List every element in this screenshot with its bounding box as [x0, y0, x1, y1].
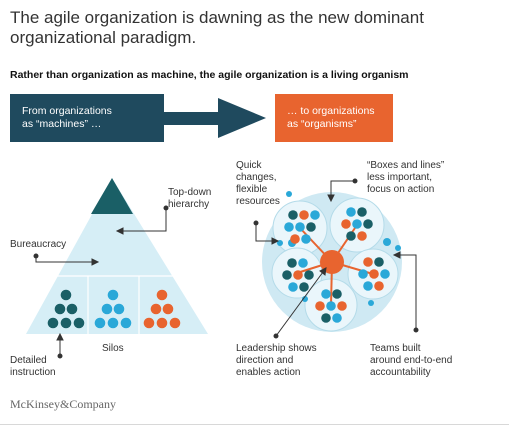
label-line: changes,: [236, 172, 277, 183]
subtitle: Rather than organization as machine, the…: [10, 69, 409, 81]
label-line: resources: [236, 196, 280, 207]
label-line: Leadership shows: [236, 343, 317, 354]
team-cluster-left: [282, 258, 314, 292]
label-silos: Silos: [102, 343, 124, 355]
silo-team-orange: [143, 289, 181, 329]
team-cluster-right: [358, 257, 390, 291]
label-line: Bureaucracy: [10, 239, 67, 250]
organisms-box-line: … to organizations: [287, 105, 375, 117]
label-line: Detailed: [10, 355, 47, 366]
label-line: Silos: [102, 343, 124, 354]
label-boxes-and-lines: “Boxes and lines” less important, focus …: [367, 160, 444, 196]
organisms-box-line: as “organisms”: [287, 118, 357, 130]
team-cluster-upper-left: [284, 210, 320, 244]
label-line: Quick: [236, 160, 262, 171]
team-cluster-upper-right: [341, 207, 373, 241]
label-line: hierarchy: [168, 199, 210, 210]
transition-arrow: [164, 98, 266, 138]
footer-divider: [0, 424, 509, 425]
organisms-box: … to organizations as “organisms”: [275, 94, 393, 142]
label-leadership: Leadership shows direction and enables a…: [236, 343, 317, 379]
pointer-boxes: [327, 178, 358, 203]
label-line: flexible: [236, 184, 268, 195]
title-line: The agile organization is dawning as the…: [10, 8, 424, 27]
brand-logo: McKinsey&Company: [10, 397, 116, 411]
label-line: instruction: [10, 367, 56, 378]
label-bureaucracy: Bureaucracy: [10, 239, 66, 251]
label-detailed-instruction: Detailed instruction: [10, 355, 56, 379]
label-line: enables action: [236, 367, 301, 378]
silo-team-dark: [47, 289, 85, 329]
team-cluster-bottom: [315, 289, 347, 323]
machines-box-line: From organizations: [22, 105, 112, 117]
label-line: focus on action: [367, 184, 435, 195]
label-top-down-hierarchy: Top-down hierarchy: [168, 187, 211, 211]
title-line: organizational paradigm.: [10, 28, 197, 47]
pointer-bureaucracy: [33, 253, 100, 266]
label-line: Teams built: [370, 343, 421, 354]
pointer-leadership: [273, 267, 327, 339]
label-line: “Boxes and lines”: [367, 160, 445, 171]
label-teams: Teams built around end-to-end accountabi…: [370, 343, 452, 379]
label-line: around end-to-end: [370, 355, 453, 366]
label-line: Top-down: [168, 187, 212, 198]
label-line: direction and: [236, 355, 294, 366]
page-title: The agile organization is dawning as the…: [10, 8, 490, 48]
label-quick-changes: Quick changes, flexible resources: [236, 160, 280, 208]
pointer-top-down: [115, 205, 169, 235]
pointer-quick: [253, 220, 280, 245]
silo-team-blue: [94, 289, 132, 329]
label-line: less important,: [367, 172, 433, 183]
pointer-detailed: [56, 332, 64, 359]
pointer-teams: [392, 251, 419, 333]
machines-box: From organizations as “machines” …: [10, 94, 164, 142]
label-line: accountability: [370, 367, 431, 378]
machines-box-line: as “machines” …: [22, 118, 102, 130]
